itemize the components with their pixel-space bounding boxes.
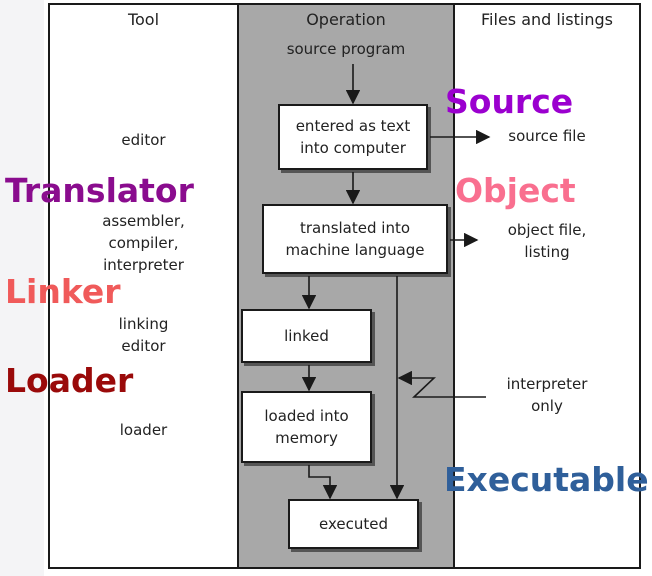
interpreter-only-label: interpreter only	[506, 375, 588, 415]
tool-translator: assembler, compiler, interpreter	[102, 212, 185, 274]
header-tool: Tool	[127, 10, 160, 29]
overlay-linker: Linker	[5, 272, 121, 311]
entered-box: entered as text into computer	[278, 104, 428, 170]
linked-box: linked	[241, 309, 372, 363]
left-margin-strip	[0, 0, 44, 576]
header-operation: Operation	[306, 10, 386, 29]
overlay-source: Source	[445, 82, 574, 121]
translated-box: translated into machine language	[262, 204, 448, 274]
source-file-label: source file	[508, 127, 586, 145]
header-files: Files and listings	[481, 10, 613, 29]
overlay-object: Object	[455, 171, 576, 210]
tool-editor: editor	[121, 131, 166, 149]
arrow-loaded-to-executed	[308, 465, 338, 500]
arrow-interpreter-only	[397, 370, 486, 398]
source-program-label: source program	[286, 40, 406, 58]
files-column	[453, 3, 641, 569]
executed-box: executed	[288, 499, 419, 549]
object-file-label: object file, listing	[507, 221, 587, 261]
overlay-executable: Executable	[444, 460, 649, 499]
loaded-box: loaded into memory	[241, 391, 372, 463]
tool-column	[48, 3, 239, 569]
tool-linker: linking editor	[118, 315, 169, 355]
tool-loader: loader	[119, 421, 168, 439]
overlay-loader: Loader	[5, 361, 134, 400]
overlay-translator: Translator	[5, 171, 194, 210]
